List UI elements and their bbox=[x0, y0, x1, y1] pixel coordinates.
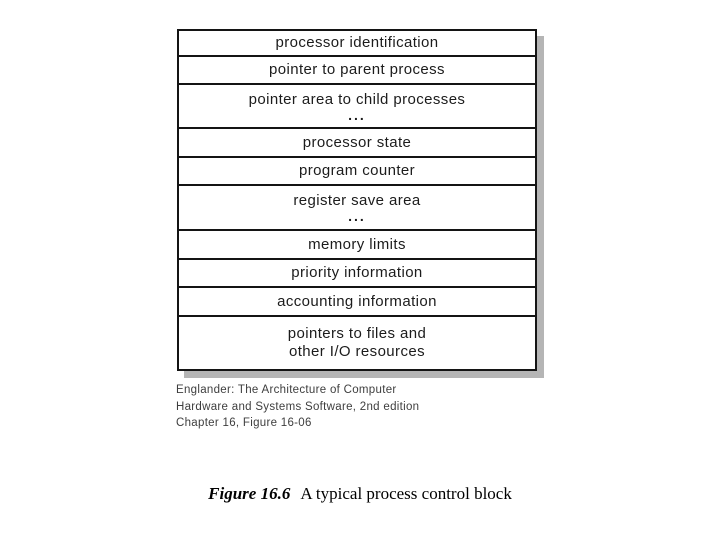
attribution-line: Hardware and Systems Software, 2nd editi… bbox=[176, 400, 420, 413]
pcb-row-program-counter: program counter bbox=[179, 158, 535, 186]
pcb-row-label: processor state bbox=[302, 133, 412, 151]
pcb-row-label: priority information bbox=[291, 264, 423, 281]
attribution-line: Chapter 16, Figure 16-06 bbox=[176, 417, 312, 429]
pcb-row-label: register save area bbox=[293, 192, 421, 210]
pcb-row-processor-state: processor state bbox=[179, 129, 535, 158]
pcb-row-label: pointer to parent process bbox=[269, 61, 445, 78]
pcb-row-label: memory limits bbox=[308, 235, 406, 253]
pcb-row-label: processor identification bbox=[275, 34, 439, 51]
process-control-block-diagram: processor identification pointer to pare… bbox=[177, 29, 537, 371]
figure-caption: Figure 16.6 A typical process control blo… bbox=[0, 484, 720, 504]
figure-caption-text: A typical process control block bbox=[300, 484, 512, 503]
pcb-row-label: other I/O resources bbox=[289, 343, 425, 360]
pcb-row-pointer-area-to-child-processes: pointer area to child processes ... bbox=[179, 85, 535, 129]
attribution-line: Englander: The Architecture of Computer bbox=[176, 384, 397, 396]
figure-caption-number: Figure 16.6 bbox=[208, 484, 291, 503]
pcb-row-label: pointers to files and bbox=[287, 325, 427, 342]
ellipsis-text: ... bbox=[348, 106, 366, 123]
pcb-row-processor-identification: processor identification bbox=[179, 31, 535, 57]
pcb-row-label: pointer area to child processes bbox=[248, 90, 466, 108]
pcb-row-memory-limits: memory limits bbox=[179, 231, 535, 260]
pcb-row-label: program counter bbox=[298, 162, 416, 179]
pcb-row-pointers-to-files-io: pointers to files and other I/O resource… bbox=[179, 317, 535, 369]
pcb-row-pointer-to-parent-process: pointer to parent process bbox=[179, 57, 535, 85]
pcb-row-register-save-area: register save area ... bbox=[179, 186, 535, 231]
pcb-row-priority-information: priority information bbox=[179, 260, 535, 288]
pcb-row-label: accounting information bbox=[277, 292, 437, 310]
pcb-row-accounting-information: accounting information bbox=[179, 288, 535, 317]
ellipsis-text: ... bbox=[348, 208, 366, 225]
source-attribution: Englander: The Architecture of Computer … bbox=[176, 382, 419, 432]
